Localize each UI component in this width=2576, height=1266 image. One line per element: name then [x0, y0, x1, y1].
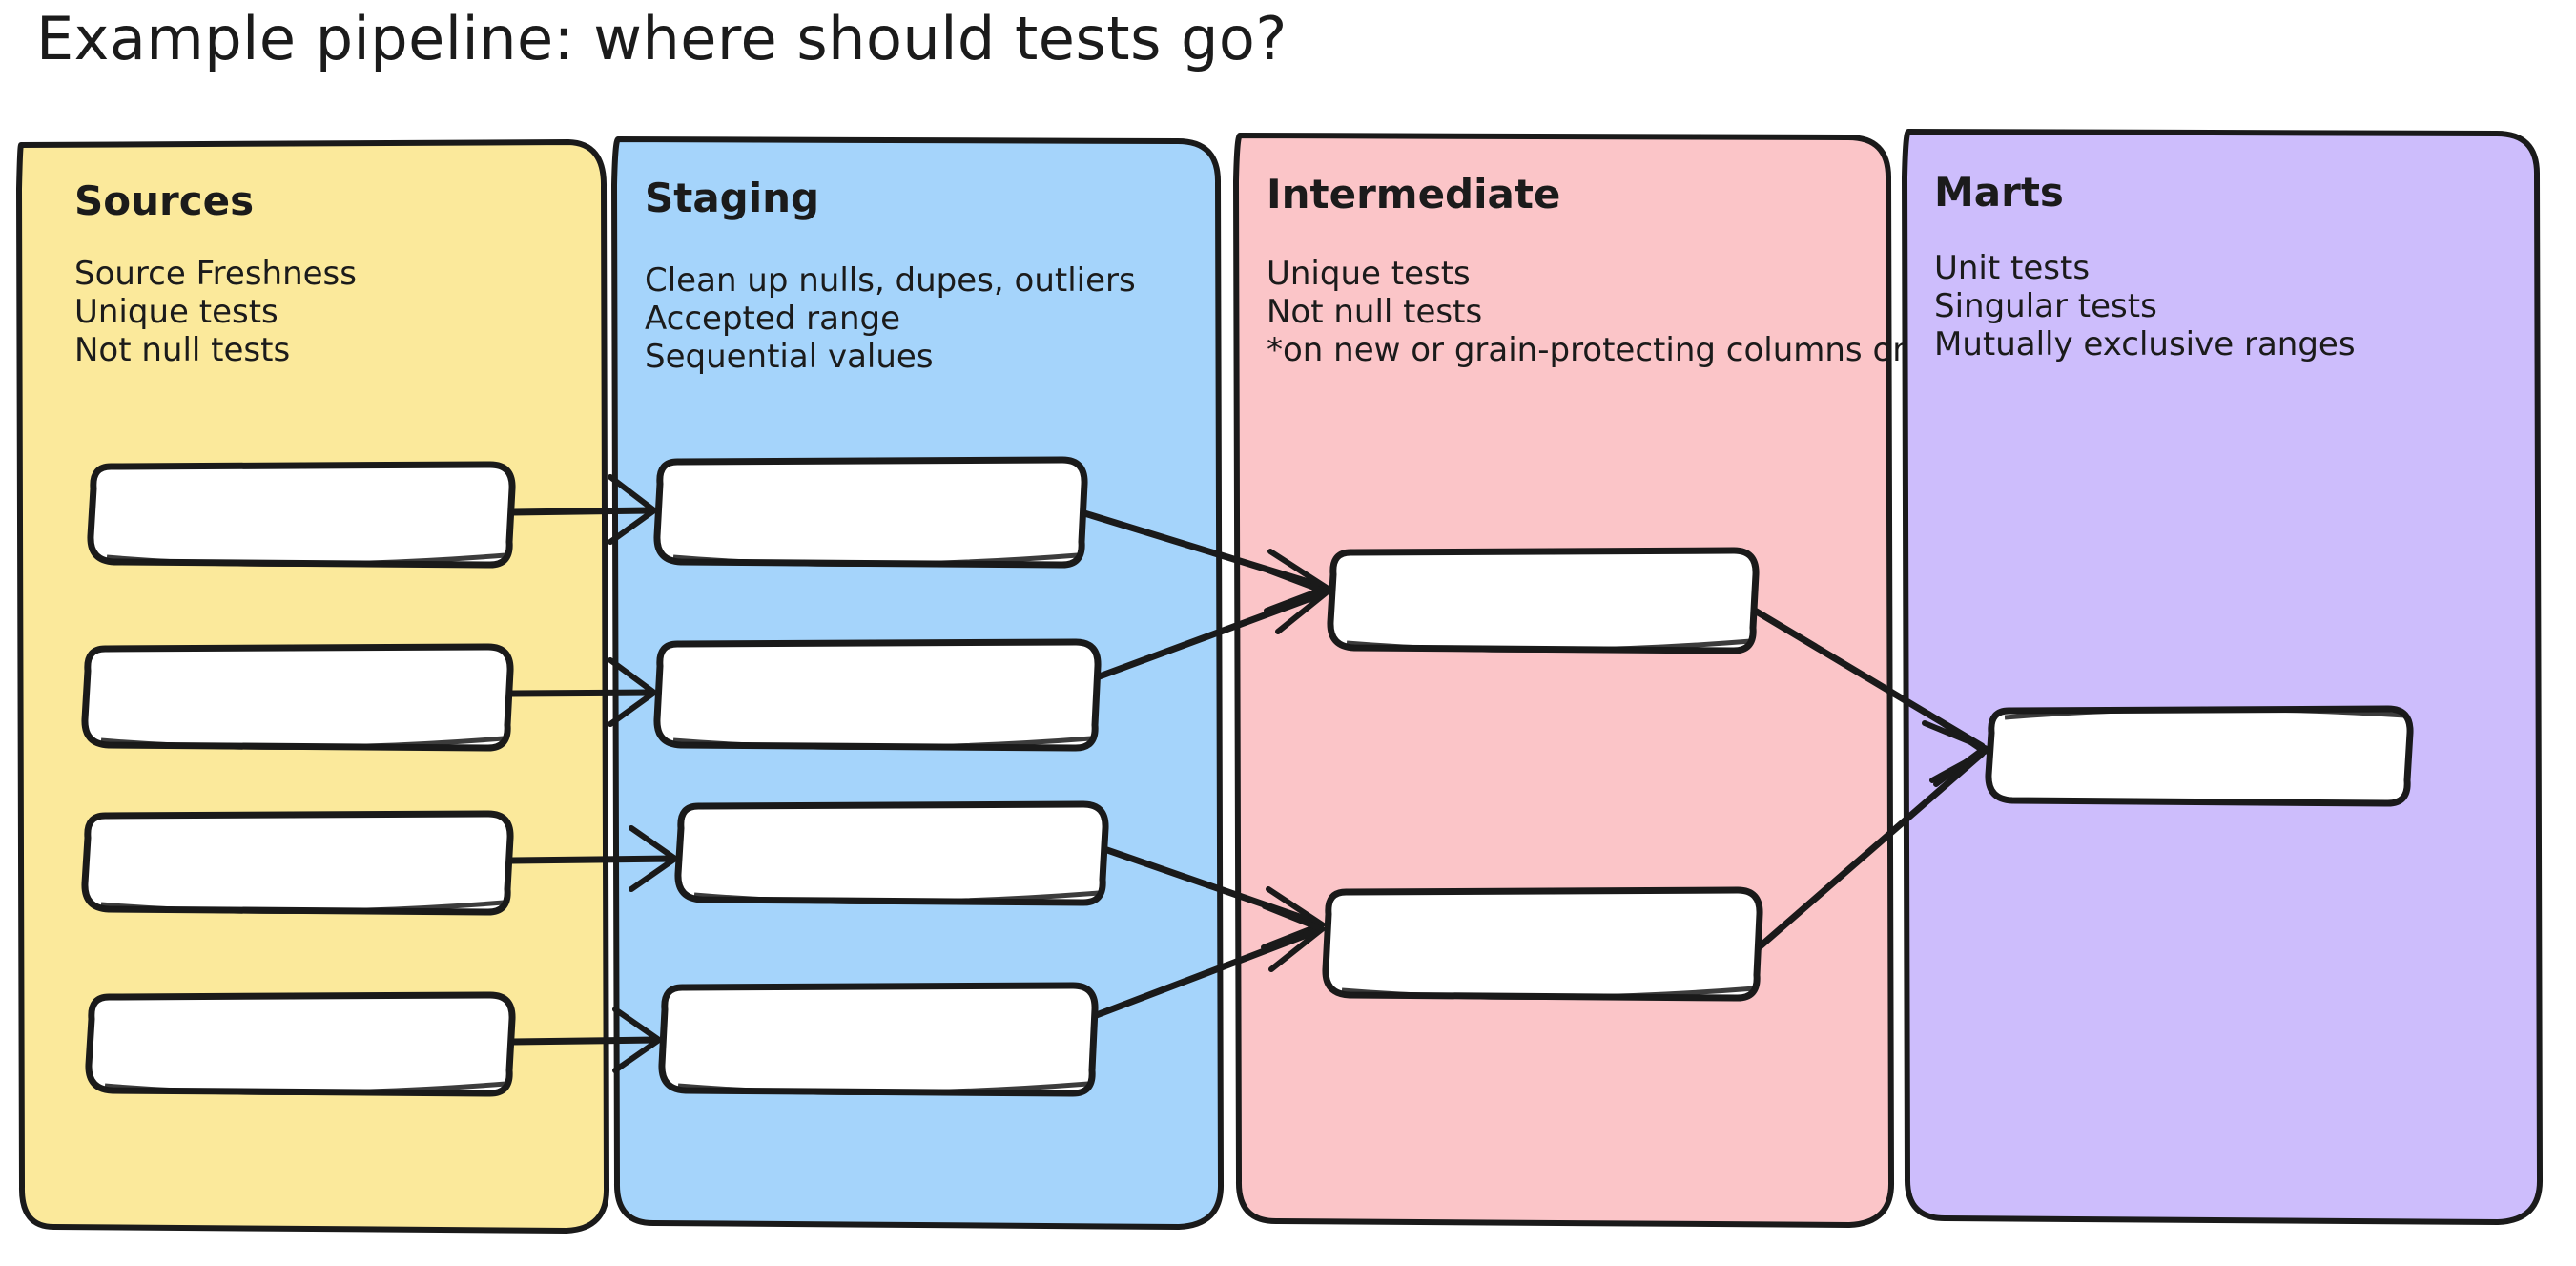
lane-marts-line-1: Unit tests	[1934, 249, 2090, 287]
lane-intermediate-line-1: Unique tests	[1267, 255, 1471, 293]
page-title: Example pipeline: where should tests go?	[36, 4, 1288, 73]
edge-int-2-to-mrt-1	[1753, 711, 1990, 953]
node-source-1[interactable]	[87, 461, 516, 569]
edge-src-3-to-stg-3	[508, 825, 681, 892]
edge-stg-2-to-int-1	[1093, 568, 1332, 681]
node-staging-2[interactable]	[653, 638, 1102, 752]
node-intermediate-1[interactable]	[1327, 547, 1760, 654]
node-intermediate-2[interactable]	[1322, 886, 1763, 1002]
lane-marts-line-2: Singular tests	[1934, 287, 2157, 325]
node-source-2[interactable]	[81, 643, 514, 752]
lane-intermediate[interactable]: Intermediate Unique tests Not null tests…	[1233, 133, 1941, 1228]
lane-marts-title: Marts	[1934, 169, 2064, 216]
lane-marts[interactable]: Marts Unit tests Singular tests Mutually…	[1902, 129, 2544, 1225]
lane-staging-line-3: Sequential values	[645, 338, 934, 376]
edge-src-1-to-stg-1	[508, 474, 660, 545]
lane-sources-line-1: Source Freshness	[74, 255, 357, 293]
edge-src-2-to-stg-2	[508, 657, 660, 727]
edge-stg-4-to-int-2	[1090, 903, 1328, 1020]
lane-staging-line-2: Accepted range	[645, 300, 900, 338]
lane-sources-line-3: Not null tests	[74, 331, 290, 369]
lane-sources-line-2: Unique tests	[74, 293, 278, 331]
node-staging-4[interactable]	[658, 982, 1099, 1097]
lane-sources-title: Sources	[74, 177, 254, 224]
lane-intermediate-line-3: *on new or grain-protecting columns only	[1267, 331, 1941, 369]
edge-src-4-to-stg-4	[508, 1007, 665, 1073]
edge-layer	[508, 474, 1991, 1073]
lane-staging-line-1: Clean up nulls, dupes, outliers	[645, 261, 1136, 300]
node-staging-3[interactable]	[674, 800, 1109, 906]
node-marts-1[interactable]	[1985, 705, 2414, 807]
node-source-4[interactable]	[85, 991, 516, 1097]
lane-intermediate-line-2: Not null tests	[1267, 293, 1482, 331]
lane-marts-background	[1902, 129, 2544, 1225]
node-staging-1[interactable]	[653, 456, 1088, 569]
lane-intermediate-title: Intermediate	[1267, 171, 1560, 218]
lane-staging-title: Staging	[645, 175, 819, 221]
lane-marts-line-3: Mutually exclusive ranges	[1934, 325, 2356, 363]
node-source-3[interactable]	[81, 810, 514, 916]
node-layer	[81, 456, 2414, 1097]
